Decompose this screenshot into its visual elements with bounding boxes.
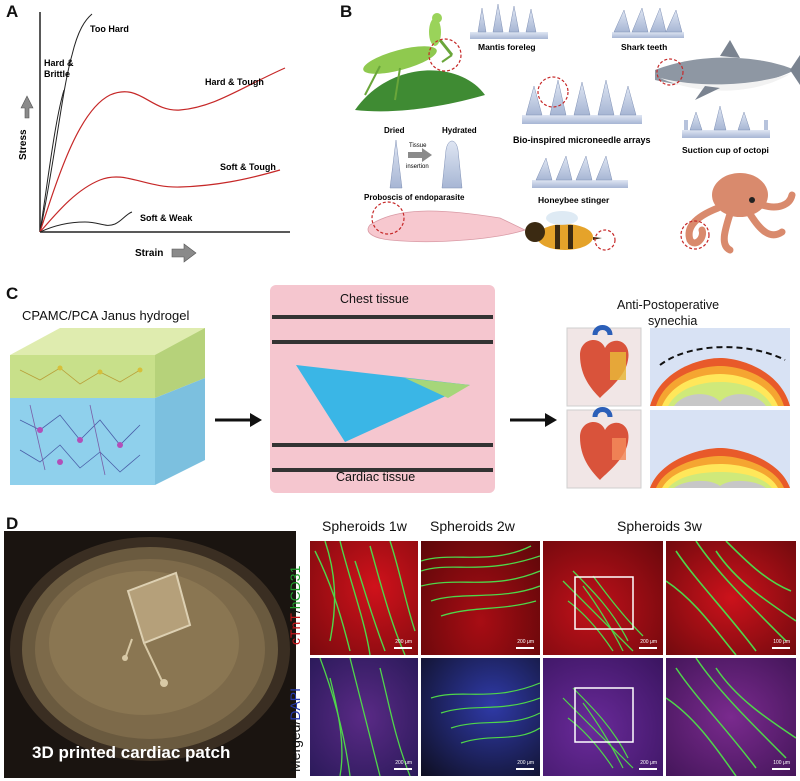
curve-hard-brittle [39, 89, 65, 233]
label-hard-brittle-1: Hard & [44, 58, 74, 68]
x-axis-label: Strain [135, 248, 163, 259]
micro-1w-merged: 200 μm [310, 658, 418, 776]
mantis-label: Mantis foreleg [478, 42, 536, 52]
endoparasite-highlight [371, 201, 405, 235]
mantis-highlight [428, 38, 462, 72]
shark-needles [612, 7, 684, 38]
octopi-label: Suction cup of octopi [682, 145, 769, 155]
anti-label-2: synechia [648, 314, 698, 328]
bioinspired-needles [522, 79, 642, 124]
col-header-2w: Spheroids 2w [430, 518, 515, 534]
needle-highlight [537, 76, 569, 108]
panel-c-label: C [6, 284, 19, 303]
tissue-arrow-icon [422, 148, 432, 162]
chest-tissue-label: Chest tissue [340, 292, 409, 306]
section-top-layers [650, 346, 790, 406]
curve-soft-tough [39, 169, 281, 233]
patch-caption: 3D printed cardiac patch [32, 743, 231, 762]
mantis-needles [470, 3, 548, 39]
insertion-label: insertion [406, 164, 429, 170]
micro-2w-merged: 200 μm [421, 658, 540, 776]
panel-c-diagram [10, 285, 790, 493]
label-hard-brittle-2: Brittle [44, 69, 70, 79]
octopus-icon [685, 173, 796, 254]
hydrated-needle [441, 140, 463, 189]
micro-3w-cTnT: 200 μm [543, 541, 663, 655]
dried-label: Dried [384, 126, 405, 135]
label-too-hard: Too Hard [90, 24, 129, 34]
janus-film-green [405, 378, 470, 398]
honeybee-needles [532, 155, 628, 188]
proboscis-label: Proboscis of endoparasite [364, 193, 465, 202]
micro-2w-cTnT: 200 μm [421, 541, 540, 655]
bee-icon [525, 211, 602, 250]
hydrated-label: Hydrated [442, 126, 477, 135]
octopus-highlight [680, 220, 710, 250]
micro-3w-merged: 200 μm [543, 658, 663, 776]
label-soft-weak: Soft & Weak [140, 213, 193, 223]
endoparasite-icon [367, 210, 527, 243]
shark-icon [655, 40, 800, 100]
octopus-needles [682, 105, 770, 138]
hydrogel-title: CPAMC/PCA Janus hydrogel [22, 308, 190, 323]
section-bottom-layers [650, 448, 790, 488]
col-header-3w: Spheroids 3w [617, 518, 702, 534]
x-arrow-icon [171, 243, 197, 263]
curve-soft-weak [39, 211, 133, 233]
chest-cells [272, 315, 493, 344]
tissue-arrow-body [408, 152, 422, 158]
cardiac-tissue-label: Cardiac tissue [336, 470, 416, 484]
shark-label: Shark teeth [621, 42, 667, 52]
mantis-icon [363, 13, 454, 101]
honeybee-label: Honeybee stinger [538, 195, 610, 205]
micro-1w-cTnT: 200 μm [310, 541, 418, 655]
leaf-shape [355, 70, 485, 112]
curve-hard-tough [39, 67, 286, 233]
col-header-1w: Spheroids 1w [322, 518, 407, 534]
micro-3w-zoom-merged: 100 μm [666, 658, 796, 776]
heart-icon-top [580, 325, 629, 398]
dried-needle [389, 139, 403, 189]
label-hard-tough: Hard & Tough [205, 77, 264, 87]
bioinspired-diagram: Mantis foreleg Shark teeth Bio-inspired … [355, 3, 800, 254]
cardiac-cells [272, 443, 493, 472]
panel-b-label: B [340, 2, 353, 21]
micro-3w-zoom-cTnT: 100 μm [666, 541, 796, 655]
bioinspired-label: Bio-inspired microneedle arrays [513, 135, 651, 145]
stress-strain-chart: Too Hard Hard & Brittle Hard & Tough Sof… [18, 12, 290, 263]
anti-label-1: Anti-Postoperative [617, 298, 720, 312]
panel-a-label: A [6, 2, 19, 21]
arrow-right-icon-2 [545, 413, 557, 427]
curve-too-hard [39, 13, 93, 233]
arrow-right-icon-1 [250, 413, 262, 427]
patch-photo: 3D printed cardiac patch [4, 531, 296, 778]
y-axis-label: Stress [18, 129, 29, 160]
shark-highlight [656, 58, 684, 86]
panel-d-label: D [6, 514, 19, 533]
petri-dish-illustration [10, 537, 290, 761]
cardiac-patch [126, 571, 192, 645]
bee-highlight [594, 229, 616, 251]
heart-icon-bottom [580, 407, 629, 480]
tissue-label: Tissue [409, 143, 427, 149]
label-soft-tough: Soft & Tough [220, 162, 276, 172]
y-arrow-icon [20, 95, 34, 119]
hydrogel-cube [10, 328, 205, 485]
